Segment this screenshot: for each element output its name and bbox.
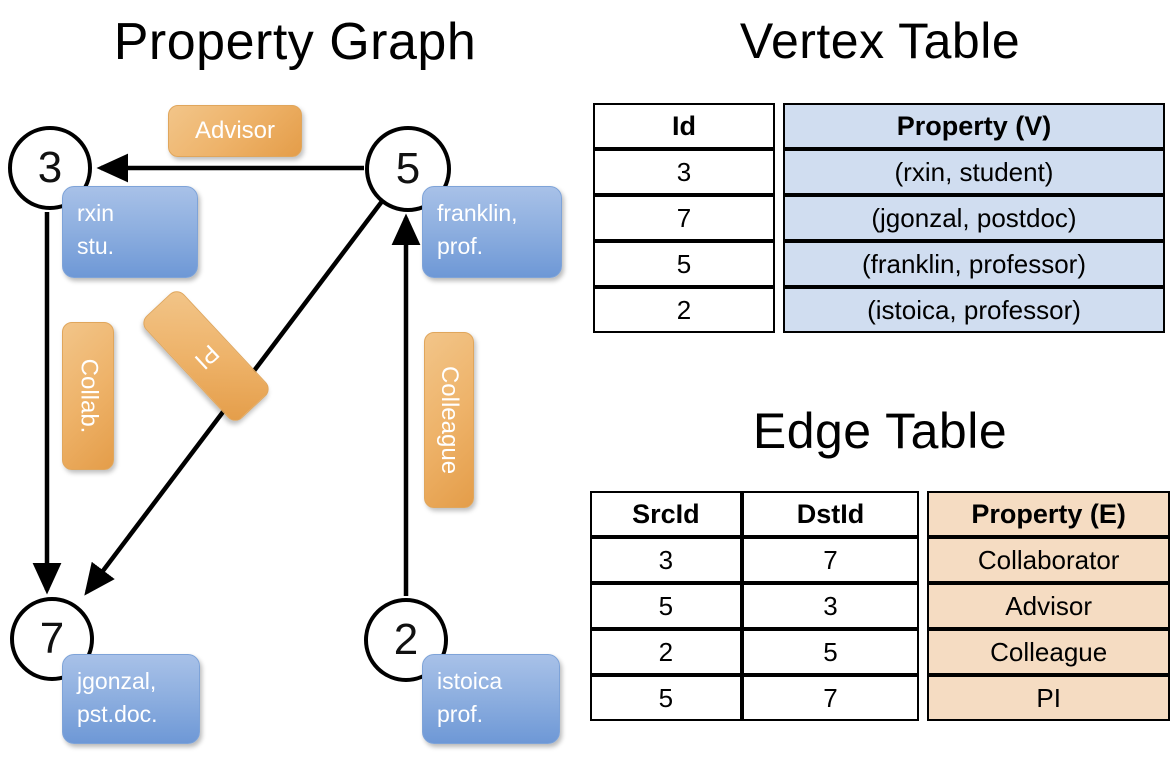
- edge-table-header-property: Property (E): [927, 491, 1170, 537]
- vertex-property-franklin-line2: prof.: [437, 233, 484, 260]
- vertex-table-column-gap: [775, 195, 783, 241]
- edge-table-header-srcid: SrcId: [590, 491, 742, 537]
- edge-label-collab: Collab.: [62, 322, 114, 470]
- table-row: 2 5 Colleague: [590, 629, 1170, 675]
- page-title-edge-table: Edge Table: [752, 403, 1008, 459]
- edge-table-cell-srcid: 3: [590, 537, 742, 583]
- vertex-table-cell-id: 2: [593, 287, 775, 333]
- edge-table-cell-property: Collaborator: [927, 537, 1170, 583]
- vertex-property-istoica-line2: prof.: [437, 701, 484, 728]
- edge-table-cell-srcid: 2: [590, 629, 742, 675]
- table-row: 7 (jgonzal, postdoc): [593, 195, 1165, 241]
- edge-table-column-gap: [919, 583, 928, 629]
- vertex-table-column-gap: [775, 103, 783, 149]
- vertex-table-column-gap: [775, 149, 783, 195]
- vertex-table-cell-property: (jgonzal, postdoc): [783, 195, 1165, 241]
- edge-label-colleague-text: Colleague: [436, 365, 463, 475]
- edge-table-cell-srcid: 5: [590, 583, 742, 629]
- edge-table-header-dstid: DstId: [741, 491, 920, 537]
- vertex-property-istoica-line1: istoica: [437, 668, 503, 694]
- table-row: 2 (istoica, professor): [593, 287, 1165, 333]
- edge-table-cell-dstid: 7: [741, 537, 920, 583]
- edge-table: SrcId DstId Property (E) 3 7 Collaborato…: [590, 491, 1170, 721]
- vertex-node-2-label: 2: [393, 615, 419, 664]
- table-row: 3 (rxin, student): [593, 149, 1165, 195]
- vertex-table-cell-property: (istoica, professor): [783, 287, 1165, 333]
- edge-label-advisor: Advisor: [168, 105, 302, 157]
- edge-label-colleague: Colleague: [424, 332, 474, 508]
- edge-table-cell-property: Advisor: [927, 583, 1170, 629]
- vertex-table-column-gap: [775, 287, 783, 333]
- vertex-node-5[interactable]: 5: [365, 126, 451, 212]
- vertex-table-column-gap: [775, 241, 783, 287]
- vertex-property-jgonzal-line1: jgonzal,: [77, 668, 157, 694]
- edge-table-cell-dstid: 5: [741, 629, 920, 675]
- edge-table-cell-dstid: 7: [741, 675, 920, 721]
- table-row: 3 7 Collaborator: [590, 537, 1170, 583]
- vertex-property-box-jgonzal: jgonzal, pst.doc.: [62, 654, 200, 744]
- vertex-property-box-istoica: istoica prof.: [422, 654, 560, 744]
- vertex-table-cell-id: 5: [593, 241, 775, 287]
- vertex-table: Id Property (V) 3 (rxin, student) 7 (jgo…: [593, 103, 1165, 333]
- edge-table-cell-srcid: 5: [590, 675, 742, 721]
- vertex-property-rxin-line1: rxin: [77, 200, 115, 226]
- edge-table-column-gap: [919, 491, 928, 537]
- vertex-property-rxin-line2: stu.: [77, 233, 115, 260]
- edge-table-cell-property: Colleague: [927, 629, 1170, 675]
- table-row: 5 7 PI: [590, 675, 1170, 721]
- page-title-property-graph: Property Graph: [113, 13, 477, 71]
- edge-table-header-row: SrcId DstId Property (E): [590, 491, 1170, 537]
- vertex-table-cell-property: (franklin, professor): [783, 241, 1165, 287]
- vertex-table-header-id: Id: [593, 103, 775, 149]
- vertex-table-header-row: Id Property (V): [593, 103, 1165, 149]
- vertex-table-cell-id: 7: [593, 195, 775, 241]
- edge-table-column-gap: [919, 675, 928, 721]
- edge-label-advisor-text: Advisor: [194, 117, 276, 144]
- vertex-node-5-label: 5: [395, 144, 421, 193]
- edge-table-column-gap: [919, 629, 928, 675]
- vertex-property-box-franklin: franklin, prof.: [422, 186, 562, 278]
- edge-label-collab-text: Collab.: [75, 358, 102, 434]
- vertex-node-3-label: 3: [37, 143, 63, 192]
- edge-table-cell-dstid: 3: [741, 583, 920, 629]
- vertex-property-franklin-line1: franklin,: [437, 200, 518, 226]
- vertex-property-box-rxin: rxin stu.: [62, 186, 198, 278]
- table-row: 5 3 Advisor: [590, 583, 1170, 629]
- vertex-node-2[interactable]: 2: [364, 598, 448, 682]
- edge-table-cell-property: PI: [927, 675, 1170, 721]
- vertex-table-header-property: Property (V): [783, 103, 1165, 149]
- page-title-vertex-table: Vertex Table: [739, 13, 1021, 69]
- edge-table-column-gap: [919, 537, 928, 583]
- vertex-property-jgonzal-line2: pst.doc.: [77, 701, 158, 728]
- table-row: 5 (franklin, professor): [593, 241, 1165, 287]
- vertex-table-cell-id: 3: [593, 149, 775, 195]
- vertex-table-cell-property: (rxin, student): [783, 149, 1165, 195]
- edge-label-pi-text: PI: [188, 338, 224, 374]
- property-graph-diagram: 3 5 7 2 rxin stu. franklin, prof. jgonza…: [8, 105, 562, 744]
- vertex-node-7-label: 7: [39, 614, 65, 663]
